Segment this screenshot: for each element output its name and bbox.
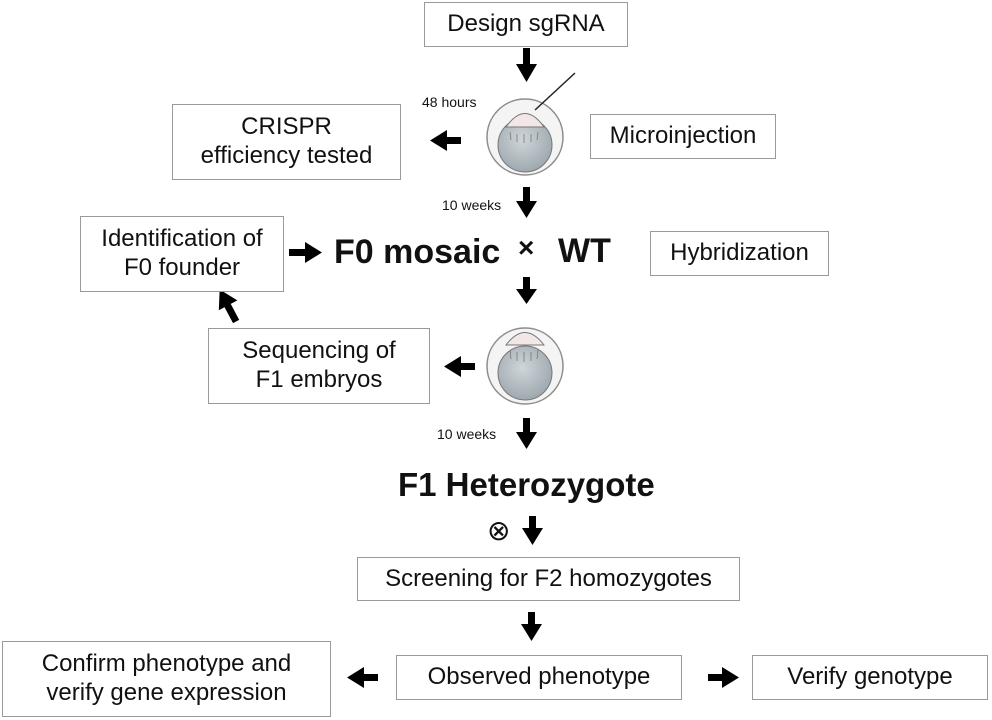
step-crispr-efficiency: CRISPR efficiency tested <box>172 104 401 180</box>
step-sequencing-label: Sequencing of F1 embryos <box>242 337 396 393</box>
step-hybridization: Hybridization <box>650 231 829 276</box>
arrow-down-1 <box>516 48 537 82</box>
step-observed-label: Observed phenotype <box>427 663 651 691</box>
step-confirm-label: Confirm phenotype and verify gene expres… <box>41 650 292 706</box>
step-identification-f0: Identification of F0 founder <box>80 216 284 292</box>
arrow-down-3 <box>516 277 537 304</box>
arrow-down-4 <box>516 418 537 449</box>
arrow-left-2 <box>444 356 475 377</box>
arrow-right-2 <box>708 667 739 688</box>
step-design-label: Design sgRNA <box>447 10 605 38</box>
f1-heterozygote-label: F1 Heterozygote <box>398 466 655 503</box>
cross-symbol: × <box>518 232 535 263</box>
embryo-injected-icon <box>486 72 576 176</box>
step-observed-phenotype: Observed phenotype <box>396 655 682 700</box>
step-verify-genotype: Verify genotype <box>752 655 988 700</box>
arrow-up-1 <box>218 289 240 324</box>
arrow-left-1 <box>430 130 461 151</box>
embryo-icon <box>486 327 564 405</box>
arrow-down-5 <box>522 516 543 545</box>
step-identification-label: Identification of F0 founder <box>101 225 263 281</box>
time-48-hours: 48 hours <box>422 94 477 110</box>
step-crispr-label: CRISPR efficiency tested <box>200 113 373 169</box>
step-design-sgrna: Design sgRNA <box>424 2 628 47</box>
step-sequencing-f1: Sequencing of F1 embryos <box>208 328 430 404</box>
step-confirm-phenotype: Confirm phenotype and verify gene expres… <box>2 641 331 717</box>
step-screening-label: Screening for F2 homozygotes <box>385 564 712 592</box>
step-verify-label: Verify genotype <box>787 663 953 691</box>
time-10-weeks-1: 10 weeks <box>442 197 502 213</box>
time-10-weeks-2: 10 weeks <box>437 426 497 442</box>
step-screening-f2: Screening for F2 homozygotes <box>357 557 740 601</box>
arrow-right-1 <box>289 242 322 263</box>
step-microinjection: Microinjection <box>590 114 776 159</box>
step-hybridization-label: Hybridization <box>670 239 809 267</box>
self-cross-icon: ⊗ <box>487 515 511 546</box>
step-microinjection-label: Microinjection <box>609 122 757 150</box>
f0-mosaic-label: F0 mosaic <box>334 233 501 271</box>
arrow-down-2 <box>516 187 537 218</box>
wt-label: WT <box>558 232 611 270</box>
arrow-down-6 <box>521 612 542 641</box>
arrow-left-3 <box>347 667 378 688</box>
